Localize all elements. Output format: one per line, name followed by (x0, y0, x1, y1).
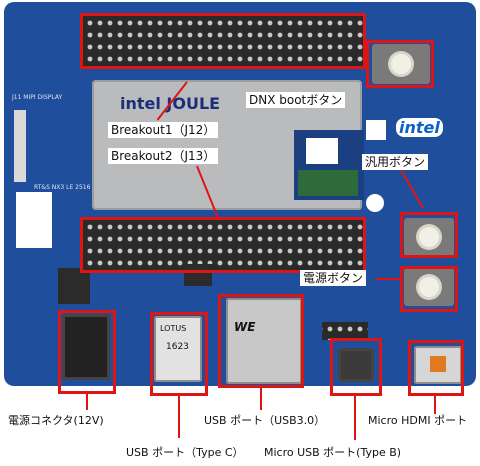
leader-power-conn (86, 394, 88, 410)
caption-usb-type-c: USB ポート（Type C） (126, 446, 244, 459)
display-connector (14, 110, 26, 182)
leader-hdmi (434, 396, 436, 414)
leader-usbc (178, 396, 180, 438)
breakout2-highlight (80, 217, 366, 273)
label-breakout1: Breakout1（J12） (108, 122, 219, 138)
rt-silk: RT&S NX3 LE 2516 (34, 184, 91, 191)
breakout1-header (82, 16, 364, 66)
inductor (58, 268, 90, 304)
intel-badge: intel (396, 118, 443, 137)
usb-c-connector: LOTUS 1623 (154, 316, 202, 382)
e1-mark (366, 194, 384, 212)
display-silk: J11 MIPI DISPLAY (12, 94, 63, 101)
power-button-highlight (400, 266, 458, 312)
small-chip (184, 264, 212, 286)
caption-micro-hdmi: Micro HDMI ポート (368, 414, 468, 427)
micro-usb-highlight (330, 338, 382, 396)
label-general-button: 汎用ボタン (362, 154, 429, 170)
general-button-highlight (400, 212, 458, 258)
dnx-boot-highlight (366, 40, 434, 88)
micro-usb-connector (338, 348, 374, 382)
usb-c-highlight (150, 312, 208, 396)
label-dnx-boot: DNX bootボタン (246, 92, 346, 108)
label-power-button: 電源ボタン (300, 270, 367, 286)
power-connector-highlight (58, 310, 116, 394)
power-button[interactable] (404, 268, 454, 306)
module-pcb-inset (294, 130, 364, 200)
usb3-connector: WE (226, 298, 302, 384)
caption-micro-usb: Micro USB ポート(Type B) (264, 446, 402, 459)
breakout2-header (82, 220, 364, 270)
micro-hdmi-connector (414, 346, 462, 384)
label-breakout2: Breakout2（J13） (108, 148, 219, 164)
breakout1-highlight (80, 13, 366, 69)
caption-power-connector: 電源コネクタ(12V) (8, 414, 104, 427)
caption-usb3: USB ポート（USB3.0） (204, 414, 326, 427)
dnx-boot-button[interactable] (372, 44, 430, 84)
white-patch-left (16, 192, 52, 248)
usb3-highlight (218, 294, 304, 388)
leader-usb3 (260, 388, 262, 410)
pin-strip (322, 322, 368, 340)
hf-mark (366, 120, 386, 140)
leader-microusb (354, 396, 356, 440)
micro-hdmi-highlight (408, 340, 464, 396)
power-jack (62, 314, 110, 380)
general-button[interactable] (404, 218, 454, 256)
leader-power (376, 278, 402, 280)
